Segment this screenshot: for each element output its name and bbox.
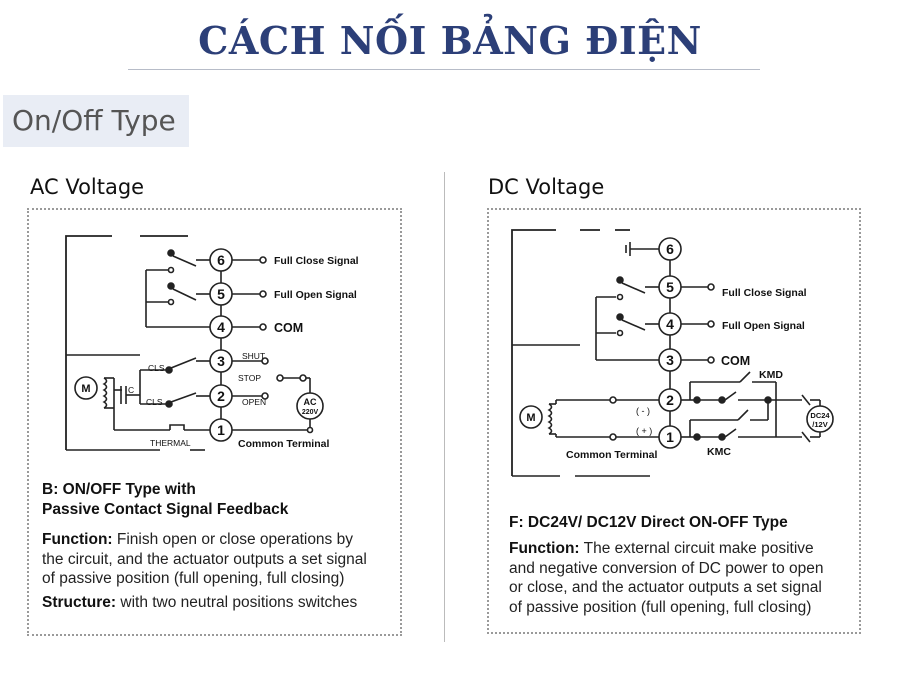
ac-motor-icon: [74, 376, 98, 400]
dc-minus-label: ( - ): [636, 406, 650, 416]
dc-com-label: COM: [721, 354, 750, 368]
ac-supply-label: AC: [304, 397, 317, 407]
ac-motor-coil: [102, 377, 108, 409]
ac-capacitor-label: C: [128, 385, 134, 395]
ac-output-node: [259, 323, 267, 331]
ac-full-open-label: Full Open Signal: [274, 289, 357, 301]
ac-output-node: [259, 256, 267, 264]
ac-terminal-number: 3: [217, 353, 225, 369]
dc-terminal-number: 3: [666, 352, 674, 368]
ac-terminal-number: 4: [217, 319, 225, 335]
ac-terminal-number: 6: [217, 252, 225, 268]
ac-switch-contact: [167, 282, 175, 290]
dc-caption: F: DC24V/ DC12V Direct ON-OFF Type: [509, 514, 788, 531]
ac-caption: B: ON/OFF Type with Passive Contact Sign…: [42, 481, 289, 518]
dc-full-close-label: Full Close Signal: [722, 287, 807, 299]
page-title: CÁCH NỐI BẢNG ĐIỆN: [198, 18, 702, 63]
ac-housing-outline: [65, 235, 188, 450]
dc-supply-icon: [806, 405, 834, 433]
ac-output-node: [259, 290, 267, 298]
ac-common-terminal-label: Common Terminal: [238, 438, 329, 450]
ac-motor-label: M: [81, 383, 90, 395]
ac-full-close-label: Full Close Signal: [274, 255, 359, 267]
ac-terminal-number: 5: [217, 286, 225, 302]
dc-kmc-contact: [737, 409, 749, 421]
dc-kmd-contact: [739, 371, 751, 383]
dc-motor-label: M: [526, 412, 535, 424]
ac-supply-voltage: 220V: [302, 409, 319, 416]
ac-cls-label: CLS: [148, 363, 165, 373]
dc-full-open-label: Full Open Signal: [722, 320, 805, 332]
ac-switch-contact: [167, 249, 175, 257]
dc-kmc-label: KMC: [707, 446, 731, 458]
title-underline: [128, 69, 760, 70]
dc-section-heading: DC Voltage: [488, 175, 605, 199]
dc-terminal-number: 6: [666, 241, 674, 257]
ac-cls-label: CLS: [146, 397, 163, 407]
type-badge: On/Off Type: [3, 95, 189, 147]
ac-com-label: COM: [274, 321, 303, 335]
ac-stop-label: STOP: [238, 373, 261, 383]
dc-terminal-number: 5: [666, 279, 674, 295]
dc-common-terminal-label: Common Terminal: [566, 449, 657, 461]
dc-housing-outline: [511, 229, 630, 476]
dc-kmd-label: KMD: [759, 369, 783, 381]
dc-motor-coil: [547, 403, 553, 435]
ac-terminal-number: 2: [217, 388, 225, 404]
dc-panel: [487, 208, 861, 634]
dc-supply-voltage: /12V: [812, 420, 827, 429]
ac-thermal-label: THERMAL: [150, 438, 191, 448]
ac-thermal-fuse: [169, 424, 185, 430]
ac-structure-text: Structure: with two neutral positions sw…: [42, 594, 358, 611]
ac-terminal-number: 1: [217, 422, 225, 438]
ac-open-label: OPEN: [242, 397, 266, 407]
column-divider: [444, 172, 445, 642]
dc-terminal-number: 4: [666, 316, 674, 332]
dc-terminal-number: 2: [666, 392, 674, 408]
ac-panel: [27, 208, 402, 636]
ac-shut-label: SHUT: [242, 351, 265, 361]
dc-terminal-number: 1: [666, 429, 674, 445]
dc-plus-label: ( + ): [636, 426, 652, 436]
dc-motor-icon: [519, 405, 543, 429]
ac-function-text: Function: Finish open or close operation…: [42, 531, 367, 587]
dc-supply-label: DC24: [810, 411, 830, 420]
dc-function-text: Function: The external circuit make posi…: [509, 540, 824, 616]
ac-section-heading: AC Voltage: [30, 175, 145, 199]
